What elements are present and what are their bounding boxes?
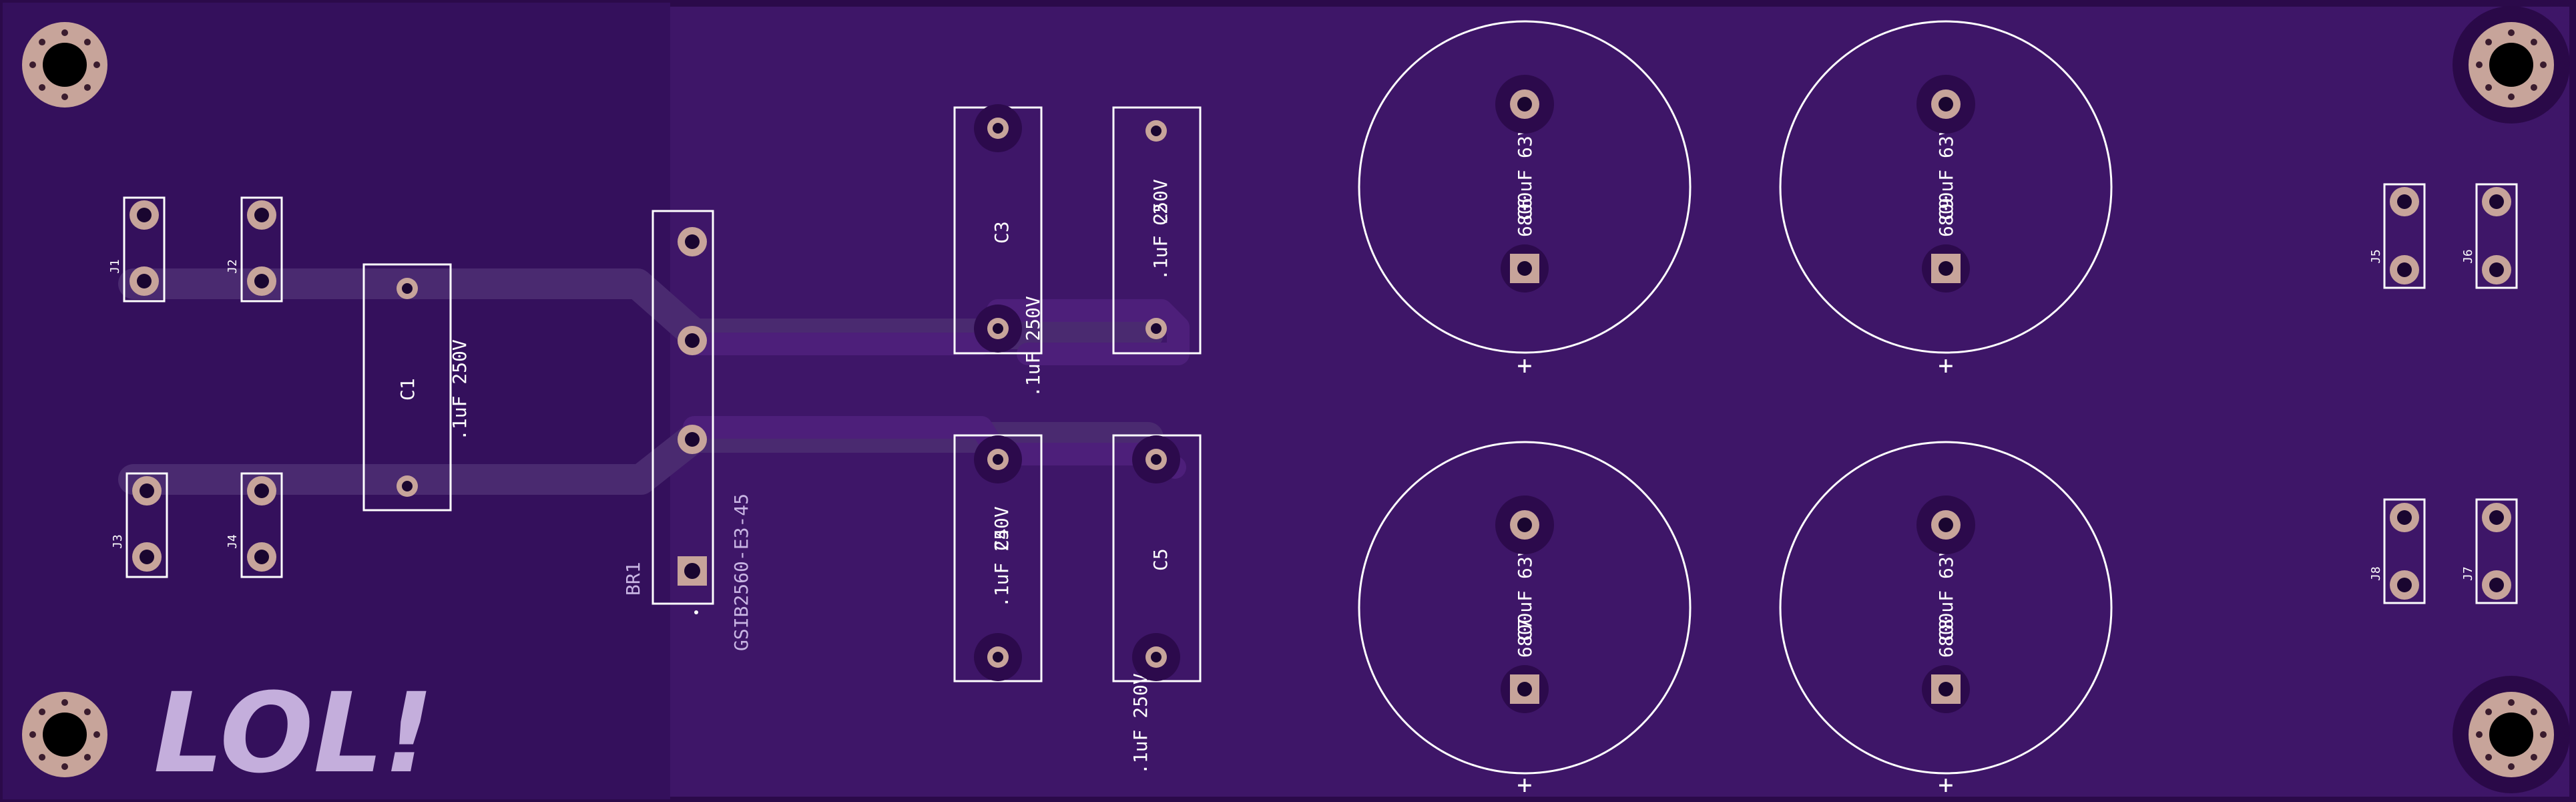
pad xyxy=(1922,665,1970,713)
capacitor-c9[interactable]: + C9 6800uF 63V xyxy=(1779,20,2113,380)
c1-ref-label: C1 xyxy=(397,378,419,401)
pad xyxy=(1132,633,1180,681)
c9-value-label: 6800uF 63V xyxy=(1935,124,1957,237)
pad xyxy=(397,278,418,299)
terminal-j5[interactable]: J5 xyxy=(2369,183,2426,289)
pad xyxy=(247,200,276,230)
pad xyxy=(974,104,1022,152)
pad xyxy=(247,542,276,572)
c6-ref-label: C6 xyxy=(1514,198,1536,220)
pad xyxy=(247,476,276,506)
capacitor-c8[interactable]: + C8 6800uF 63V xyxy=(1779,441,2113,799)
br1-value-label: GSIB2560-E3-45 xyxy=(730,493,752,651)
j4-label: J4 xyxy=(226,534,240,549)
c3-ref-label: C3 xyxy=(991,221,1013,244)
c1-value-label: .1uF 250V xyxy=(449,339,471,441)
mounting-hole xyxy=(2453,6,2570,124)
capacitor-c6[interactable]: + C6 6800uF 63V xyxy=(1358,20,1692,380)
mounting-hole xyxy=(22,692,107,777)
pad xyxy=(974,305,1022,353)
terminal-j7[interactable]: J7 xyxy=(2461,498,2518,604)
c7-value-label: 6800uF 63V xyxy=(1514,545,1536,658)
c9-polarity-mark: + xyxy=(1939,351,1954,380)
pad xyxy=(2482,187,2511,216)
pad xyxy=(130,266,159,296)
pad xyxy=(2390,255,2419,284)
c6-value-label: 6800uF 63V xyxy=(1514,124,1536,237)
capacitor-c2[interactable]: C2 .1uF 250V xyxy=(1112,106,1202,355)
j3-label: J3 xyxy=(111,534,125,549)
pad xyxy=(974,435,1022,483)
pad xyxy=(132,476,162,506)
pad xyxy=(2390,187,2419,216)
pad xyxy=(397,475,418,497)
c7-polarity-mark: + xyxy=(1517,770,1533,799)
bridge-rectifier-br1[interactable]: BR1 GSIB2560-E3-45 xyxy=(622,210,752,651)
c8-polarity-mark: + xyxy=(1939,770,1954,799)
pad xyxy=(1495,75,1554,134)
c6-polarity-mark: + xyxy=(1517,351,1533,380)
j6-label: J6 xyxy=(2461,249,2475,264)
c8-value-label: 6800uF 63V xyxy=(1935,545,1957,658)
c2-value-label: .1uF 250V xyxy=(1149,179,1172,280)
pad-layer xyxy=(130,75,2511,713)
terminal-j1[interactable]: J1 xyxy=(108,196,166,303)
pad xyxy=(1916,495,1975,554)
c4-ref-label: C4 xyxy=(991,528,1013,551)
pad xyxy=(1132,435,1180,483)
c7-ref-label: C7 xyxy=(1514,618,1536,641)
pad xyxy=(1501,665,1549,713)
terminal-j3[interactable]: J3 xyxy=(111,472,168,578)
capacitor-c7[interactable]: + C7 6800uF 63V xyxy=(1358,441,1692,799)
pad xyxy=(247,266,276,296)
c2-ref-label: C2 xyxy=(1149,203,1172,226)
c5-value-label: .1uF 250V xyxy=(1129,673,1151,775)
c3-value-label: .1uF 250V xyxy=(1022,296,1044,397)
pad xyxy=(130,200,159,230)
mounting-holes xyxy=(22,6,2570,793)
board-left-region xyxy=(3,3,670,799)
c4-value-label: .1uF 250V xyxy=(991,506,1013,608)
mounting-hole xyxy=(22,22,107,108)
pad xyxy=(2390,503,2419,532)
pad xyxy=(1495,495,1554,554)
pad xyxy=(1145,120,1167,142)
pad xyxy=(974,633,1022,681)
j7-label: J7 xyxy=(2461,566,2475,581)
pad xyxy=(2482,570,2511,600)
terminal-j8[interactable]: J8 xyxy=(2369,498,2426,604)
mounting-hole xyxy=(2453,676,2570,793)
pad xyxy=(132,542,162,572)
pad xyxy=(2482,503,2511,532)
c5-ref-label: C5 xyxy=(1149,548,1172,571)
pad xyxy=(2390,570,2419,600)
capacitor-c5[interactable]: C5 .1uF 250V xyxy=(1112,434,1202,775)
c8-ref-label: C8 xyxy=(1935,618,1957,641)
pad xyxy=(1145,318,1167,339)
capacitor-c1[interactable]: C1 .1uF 250V xyxy=(362,263,471,512)
terminal-j2[interactable]: J2 xyxy=(226,196,283,303)
pad xyxy=(678,227,707,256)
c9-ref-label: C9 xyxy=(1935,198,1957,220)
j1-label: J1 xyxy=(108,259,122,274)
terminal-j4[interactable]: J4 xyxy=(226,472,283,578)
terminal-j6[interactable]: J6 xyxy=(2461,183,2518,289)
j8-label: J8 xyxy=(2369,566,2383,581)
pad xyxy=(678,425,707,454)
j2-label: J2 xyxy=(226,259,240,274)
br1-ref-label: BR1 xyxy=(622,562,644,596)
pad xyxy=(1922,244,1970,292)
board-logo-text: LOL! xyxy=(154,669,434,797)
j5-label: J5 xyxy=(2369,249,2383,264)
pad xyxy=(678,556,707,586)
pad xyxy=(1501,244,1549,292)
pad xyxy=(1916,75,1975,134)
pad xyxy=(2482,255,2511,284)
pad xyxy=(678,326,707,355)
